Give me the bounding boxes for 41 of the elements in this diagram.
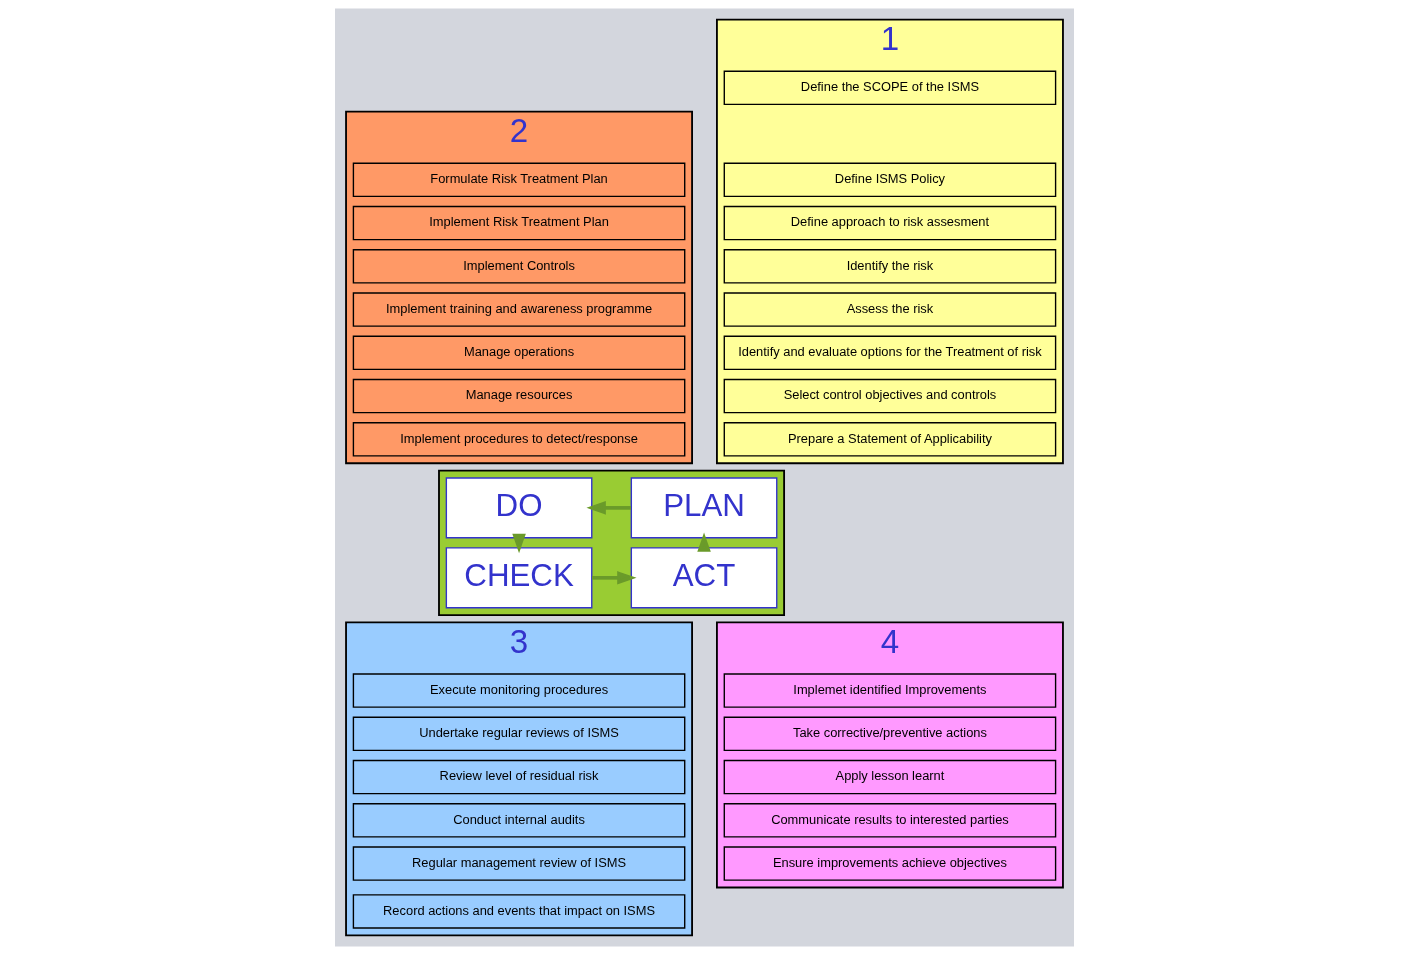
node-box: Manage resources <box>352 378 686 414</box>
node-box: Undertake regular reviews of ISMS <box>352 716 686 752</box>
arrow <box>512 533 526 554</box>
arrow <box>697 532 711 552</box>
node-box: Implement training and awareness programme <box>352 292 686 327</box>
node-box: Implement Controls <box>352 249 686 284</box>
node-box: Implement Risk Treatment Plan <box>352 205 686 241</box>
node-box: CHECK <box>445 547 593 609</box>
node-box: Communicate results to interested parties <box>723 803 1057 838</box>
node-box: Define approach to risk assesment <box>723 205 1057 241</box>
node-box: Manage operations <box>352 335 686 371</box>
node-box: PLAN <box>630 477 778 539</box>
node-box: Prepare a Statement of Applicability <box>723 422 1057 457</box>
node-box: Take corrective/preventive actions <box>723 716 1057 752</box>
arrow <box>592 571 637 585</box>
node-box: Assess the risk <box>723 292 1057 327</box>
node-label: 2 <box>509 111 529 149</box>
node-box: Ensure improvements achieve objectives <box>723 846 1057 881</box>
cluster <box>345 110 693 465</box>
node-box: Define ISMS Policy <box>723 162 1057 198</box>
node-label: 3 <box>509 622 529 660</box>
node-label: 1 <box>880 19 900 57</box>
node-box: Implemet identified Improvements <box>723 673 1057 708</box>
node-box: Formulate Risk Treatment Plan <box>352 162 686 198</box>
node-box: Identify and evaluate options for the Treatment of risk <box>723 335 1057 371</box>
arrow <box>586 501 631 515</box>
node-box: Execute monitoring procedures <box>352 673 686 708</box>
node-box: Select control objectives and controls <box>723 378 1057 414</box>
node-box: Implement procedures to detect/response <box>352 422 686 457</box>
cluster <box>345 621 693 937</box>
cluster <box>716 18 1064 465</box>
cluster <box>716 621 1064 889</box>
node-box: Regular management review of ISMS <box>352 846 686 881</box>
node-box: Record actions and events that impact on ISMS <box>352 894 686 929</box>
node-box: Identify the risk <box>723 249 1057 284</box>
cluster <box>438 469 786 616</box>
node-box: Apply lesson learnt <box>723 759 1057 795</box>
node-box: Define the SCOPE of the ISMS <box>723 70 1057 105</box>
node-label: 4 <box>880 622 900 660</box>
node-box: Conduct internal audits <box>352 803 686 838</box>
node-box: Review level of residual risk <box>352 759 686 795</box>
